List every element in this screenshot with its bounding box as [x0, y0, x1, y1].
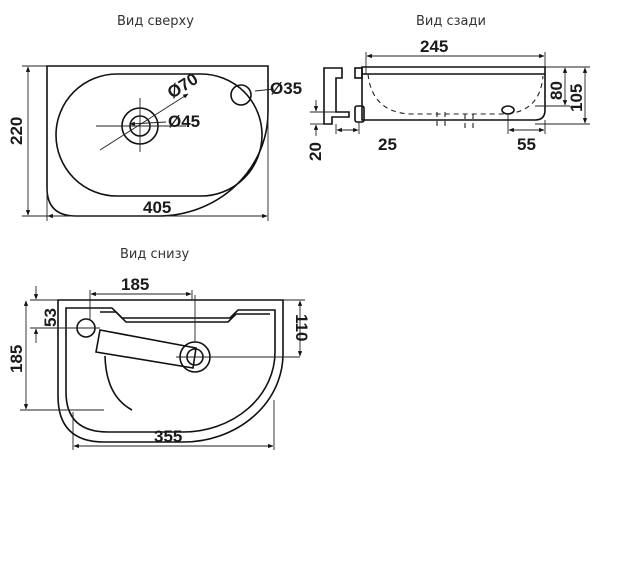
back-view-bracket-stub — [354, 67, 363, 79]
bottom-view-inner-outline — [65, 307, 276, 433]
dim-back-width-245: 245 — [420, 37, 448, 56]
dim-back-offset-25: 25 — [378, 135, 397, 154]
top-view-inner-bowl — [55, 73, 263, 197]
dim-top-height-220: 220 — [7, 117, 26, 145]
top-view: Вид сверху Ø70 Ø45 Ø35 220 405 — [7, 14, 302, 221]
dim-bottom-width-355: 355 — [154, 427, 182, 446]
bottom-view-title: Вид снизу — [120, 247, 189, 262]
bottom-view-drain-pipe — [95, 329, 197, 369]
back-view-overflow — [501, 105, 515, 115]
dim-bottom-height-185: 185 — [7, 345, 26, 373]
top-view-leader-70 — [99, 93, 189, 151]
dim-back-height-105: 105 — [567, 84, 586, 112]
bottom-view: Вид снизу 185 53 185 — [7, 247, 311, 450]
bottom-view-bowl-curve — [104, 355, 133, 411]
top-view-outer-outline — [46, 65, 269, 217]
top-view-title: Вид сверху — [117, 14, 194, 29]
top-view-leader-45 — [129, 121, 167, 126]
dim-top-diam-45: Ø45 — [168, 112, 200, 131]
dim-top-width-405: 405 — [143, 198, 171, 217]
dim-bottom-width-185: 185 — [121, 275, 149, 294]
top-view-tap-hole — [230, 84, 252, 106]
dim-bottom-height-53: 53 — [41, 308, 60, 327]
back-view-inner-bowl-hidden — [367, 73, 544, 115]
dim-top-diam-35: Ø35 — [270, 79, 302, 98]
back-view-wall-profile — [323, 67, 350, 125]
dim-bottom-depth-110: 110 — [292, 314, 311, 341]
bottom-view-outer-outline — [57, 299, 284, 443]
back-view-title: Вид сзади — [416, 14, 486, 29]
dim-back-offset-20: 20 — [306, 142, 325, 161]
back-view-drain-stub — [354, 105, 365, 123]
back-view: Вид сзади 245 80 105 — [306, 14, 590, 161]
back-view-sink-body — [361, 66, 546, 121]
bottom-view-front-lip — [100, 311, 270, 323]
top-view-leader-35 — [254, 88, 275, 92]
dim-back-height-80: 80 — [547, 81, 566, 100]
dim-back-offset-55: 55 — [517, 135, 536, 154]
